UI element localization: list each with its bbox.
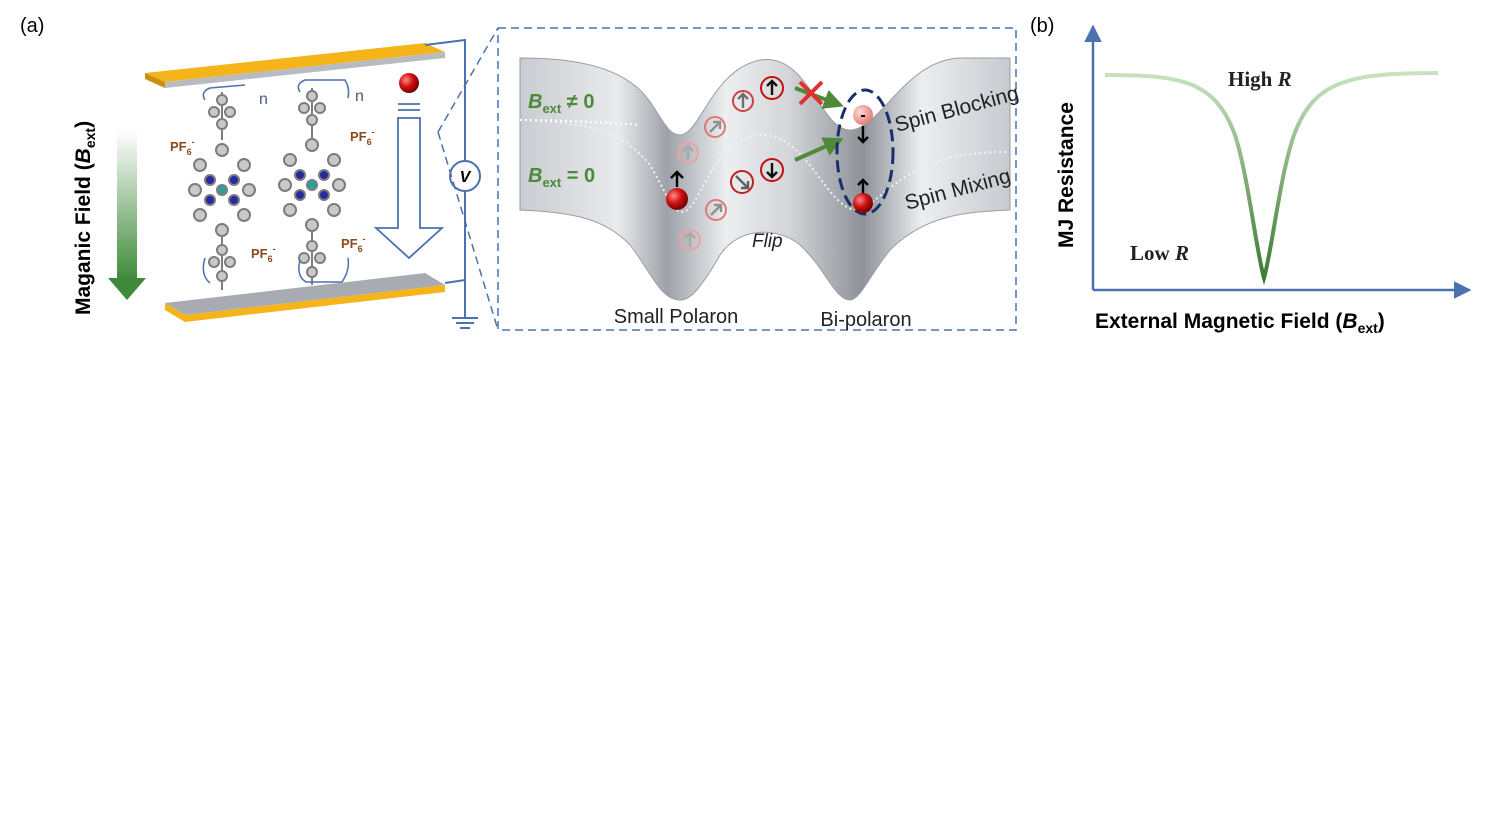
- flip-label: Flip: [752, 231, 783, 252]
- magnetic-field-axis-label: Maganic Field (Bext): [72, 121, 98, 315]
- panel-b-label: (b): [1030, 15, 1054, 37]
- svg-text:Bext = 0: Bext = 0: [528, 165, 595, 190]
- bext-nonzero-label: Bext ≠ 0: [528, 91, 594, 116]
- external-field-x-label: External Magnetic Field (Bext): [1095, 310, 1385, 336]
- low-r-label: Low R: [1130, 241, 1189, 265]
- voltmeter-label: V: [460, 169, 472, 186]
- electron-particle: [399, 73, 419, 93]
- resistance-curve: [1104, 71, 1439, 286]
- small-polaron-particle: [666, 170, 688, 210]
- repeat-n-left: n: [259, 91, 268, 108]
- spin-trajectory: [677, 76, 784, 251]
- high-r-label: High R: [1228, 67, 1292, 91]
- current-direction-arrow: [373, 103, 445, 260]
- voltmeter: V: [449, 160, 481, 192]
- small-polaron-label: Small Polaron: [614, 306, 739, 328]
- svg-text:PF6-: PF6-: [341, 234, 366, 254]
- svg-text:Maganic Field (Bext): Maganic Field (Bext): [72, 121, 98, 315]
- counterion-label: PF6- PF6- PF6- PF6-: [170, 127, 375, 264]
- svg-text:PF6-: PF6-: [350, 127, 375, 147]
- bi-polaron-label: Bi-polaron: [820, 309, 911, 331]
- bipolaron-particles: -: [853, 105, 873, 213]
- molecular-wire-left: [188, 92, 256, 290]
- svg-text:PF6-: PF6-: [251, 244, 276, 264]
- svg-text:MJ Resistance: MJ Resistance: [1055, 102, 1078, 248]
- repeat-n-right: n: [355, 88, 364, 105]
- top-electrode: [145, 43, 445, 88]
- bext-zero-label: Bext = 0: [528, 165, 595, 190]
- bottom-electrode: [165, 273, 445, 322]
- field-direction-arrow: [108, 130, 146, 300]
- molecular-wire-right: [278, 88, 346, 285]
- bipolaron-boundary: [835, 88, 895, 216]
- spin-arrows: [682, 79, 778, 247]
- transfer-arrows: [794, 80, 844, 162]
- panel-a-label: (a): [20, 15, 44, 37]
- bipolaron-charge: -: [860, 107, 865, 124]
- zoom-callout: [437, 27, 1017, 331]
- svg-text:PF6-: PF6-: [170, 137, 195, 157]
- svg-text:Bext ≠ 0: Bext ≠ 0: [528, 91, 594, 116]
- repeat-brackets: [202, 79, 350, 284]
- resistance-axes: [1084, 24, 1472, 299]
- resistance-y-label: MJ Resistance: [1055, 102, 1078, 248]
